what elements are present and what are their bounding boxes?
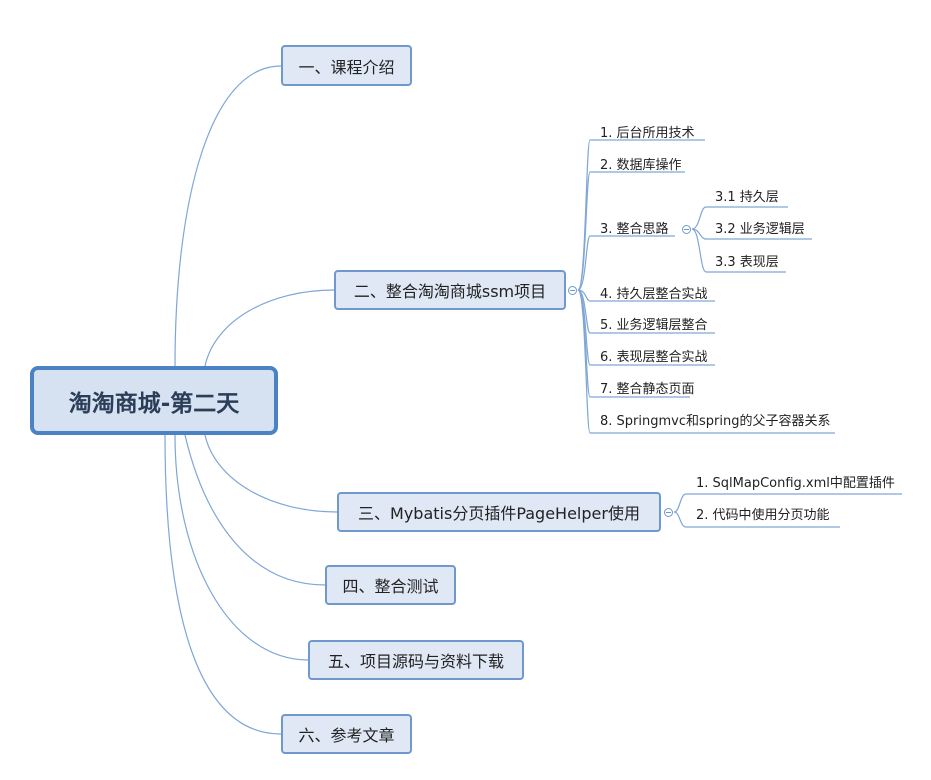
connector-line [577,289,715,302]
root-topic[interactable]: 淘淘商城-第二天 [30,366,278,435]
collapse-toggle-icon[interactable] [664,508,673,517]
connector-line [164,434,282,735]
leaf-service-integration[interactable]: 5. 业务逻辑层整合 [600,318,708,333]
leaf-database-ops[interactable]: 2. 数据库操作 [600,158,682,173]
connector-line [174,65,282,367]
branch-course-intro[interactable]: 一、课程介绍 [281,45,412,86]
leaf-service-layer[interactable]: 3.2 业务逻辑层 [715,222,805,237]
leaf-backend-tech[interactable]: 1. 后台所用技术 [600,126,695,141]
collapse-toggle-icon[interactable] [682,225,691,234]
connector-line [691,228,786,273]
leaf-view-layer[interactable]: 3.3 表现层 [715,255,779,270]
connector-line [577,289,690,398]
leaf-static-pages[interactable]: 7. 整合静态页面 [600,382,695,397]
branch-references[interactable]: 六、参考文章 [281,714,412,754]
leaf-paging-code[interactable]: 2. 代码中使用分页功能 [696,508,830,523]
leaf-view-practice[interactable]: 6. 表现层整合实战 [600,350,708,365]
branch-ssm-integration[interactable]: 二、整合淘淘商城ssm项目 [334,270,566,310]
connector-line [184,434,326,586]
branch-pagehelper[interactable]: 三、Mybatis分页插件PageHelper使用 [337,492,661,532]
leaf-persistence-layer[interactable]: 3.1 持久层 [715,190,779,205]
connector-line [577,171,685,291]
connector-line [673,511,840,528]
leaf-integration-approach[interactable]: 3. 整合思路 [600,222,669,237]
collapse-toggle-icon[interactable] [568,286,577,295]
leaf-sqlmapconfig[interactable]: 1. SqlMapConfig.xml中配置插件 [696,476,895,491]
connector-line [577,235,675,291]
connector-line [204,434,338,513]
connector-line [577,289,835,434]
connector-line [204,289,335,367]
leaf-persistence-practice[interactable]: 4. 持久层整合实战 [600,287,708,302]
connector-line [673,493,902,513]
branch-source-download[interactable]: 五、项目源码与资料下载 [308,640,524,680]
branch-integration-test[interactable]: 四、整合测试 [325,565,456,605]
connector-line [691,206,788,230]
connector-line [174,434,309,661]
connector-line [691,228,812,240]
leaf-container-relation[interactable]: 8. Springmvc和spring的父子容器关系 [600,414,831,429]
